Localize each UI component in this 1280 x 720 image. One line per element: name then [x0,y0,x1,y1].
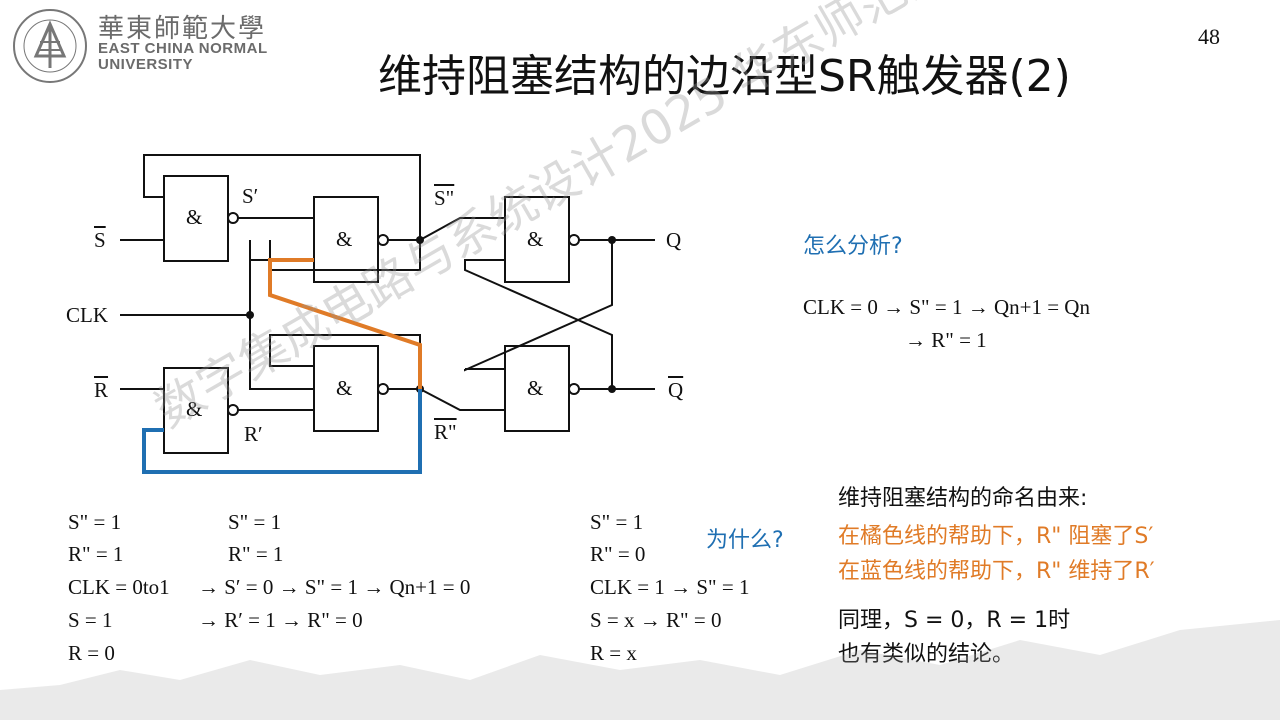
case1-a1: S" = 1 [68,510,122,534]
analysis-line2: → R" = 1 [905,328,987,352]
case2-c1: S" = 1 [590,510,644,534]
s-bar-label: S [94,228,106,252]
why-question: 为什么? [706,528,784,553]
similar-line1: 同理，S = 0，R = 1时 [838,608,1071,633]
gate-label: & [527,376,544,400]
case1-a3: CLK = 0to1 [68,575,170,599]
case1-a2: R" = 1 [68,542,124,566]
case1-a5: R = 0 [68,641,115,665]
analysis-line1: CLK = 0 → S" = 1 → Qn+1 = Qn [803,295,1090,319]
naming-orange-line: 在橘色线的帮助下，R" 阻塞了S′ [838,524,1154,549]
r-prime-label: R′ [244,422,263,446]
blue-path [142,389,422,474]
gate-label: & [336,376,353,400]
case1-a4: S = 1 [68,608,113,632]
orange-path [268,258,422,389]
campus-background-image [0,620,1280,720]
case2-c4: S = x → R" = 0 [590,608,722,632]
page-number: 48 [1198,24,1220,49]
case2-c5: R = x [590,641,637,665]
slide-title: 维持阻塞结构的边沿型SR触发器(2) [378,51,1071,102]
university-seal-icon [13,9,87,83]
r-bar-label: R [94,378,109,402]
clk-label: CLK [66,303,108,327]
similar-line2: 也有类似的结论。 [838,642,1015,667]
university-name-english-line1: EAST CHINA NORMAL [98,40,268,57]
case1-b4: → R′ = 1 → R" = 0 [198,608,363,632]
case1-b2: R" = 1 [228,542,284,566]
s-prime-label: S′ [242,184,259,208]
q-output-label: Q [666,228,682,252]
gate-label: & [336,227,353,251]
university-name-english-line2: UNIVERSITY [98,56,194,73]
case2-c3: CLK = 1 → S" = 1 [590,575,750,599]
gate-label: & [527,227,544,251]
case2-c2: R" = 0 [590,542,646,566]
q-bar-output-label: Q [668,378,684,402]
naming-blue-line: 在蓝色线的帮助下，R" 维持了R′ [838,559,1155,584]
university-name-chinese: 華東師範大學 [98,14,267,44]
gate-label: & [186,397,203,421]
gate-label: & [186,205,203,229]
r-double-prime-label: R" [434,420,457,444]
case1-b1: S" = 1 [228,510,282,534]
analysis-question: 怎么分析? [803,234,903,259]
naming-heading: 维持阻塞结构的命名由来: [838,486,1088,511]
case1-b3: → S′ = 0 → S" = 1 → Qn+1 = 0 [198,575,471,599]
s-double-prime-label: S" [434,186,455,210]
